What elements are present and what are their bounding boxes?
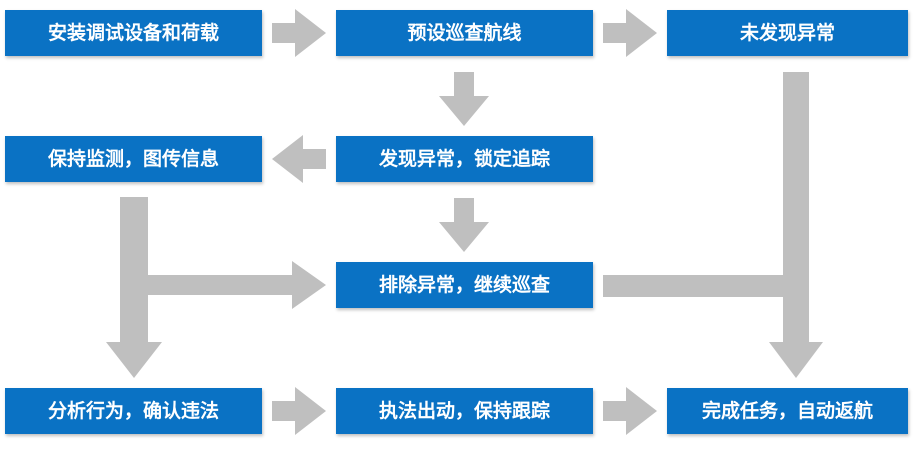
step-complete-return: 完成任务，自动返航 [667, 388, 908, 434]
arrow-analyze-to-enforce [272, 387, 326, 435]
arrow-noanomaly-to-complete [769, 72, 823, 378]
arrow-anomaly-to-clear [439, 198, 489, 252]
arrow-monitoring-to-clear [148, 261, 326, 309]
arrow-preset-to-noanomaly [603, 9, 657, 57]
arrow-monitoring-to-analyze [106, 197, 162, 378]
step-install-equipment: 安装调试设备和荷载 [5, 10, 262, 56]
arrow-install-to-preset [272, 9, 326, 57]
step-keep-monitoring: 保持监测，图传信息 [5, 136, 262, 182]
arrow-anomaly-to-monitoring [272, 135, 326, 183]
step-anomaly-found: 发现异常，锁定追踪 [336, 136, 593, 182]
arrow-enforce-to-complete [603, 387, 657, 435]
step-enforcement: 执法出动，保持跟踪 [336, 388, 593, 434]
connector-clear-to-return [603, 275, 783, 297]
step-clear-anomaly: 排除异常，继续巡查 [336, 262, 593, 308]
arrow-preset-to-anomaly [439, 72, 489, 126]
step-no-anomaly: 未发现异常 [667, 10, 908, 56]
step-analyze-behavior: 分析行为，确认违法 [5, 388, 262, 434]
step-preset-route: 预设巡查航线 [336, 10, 593, 56]
